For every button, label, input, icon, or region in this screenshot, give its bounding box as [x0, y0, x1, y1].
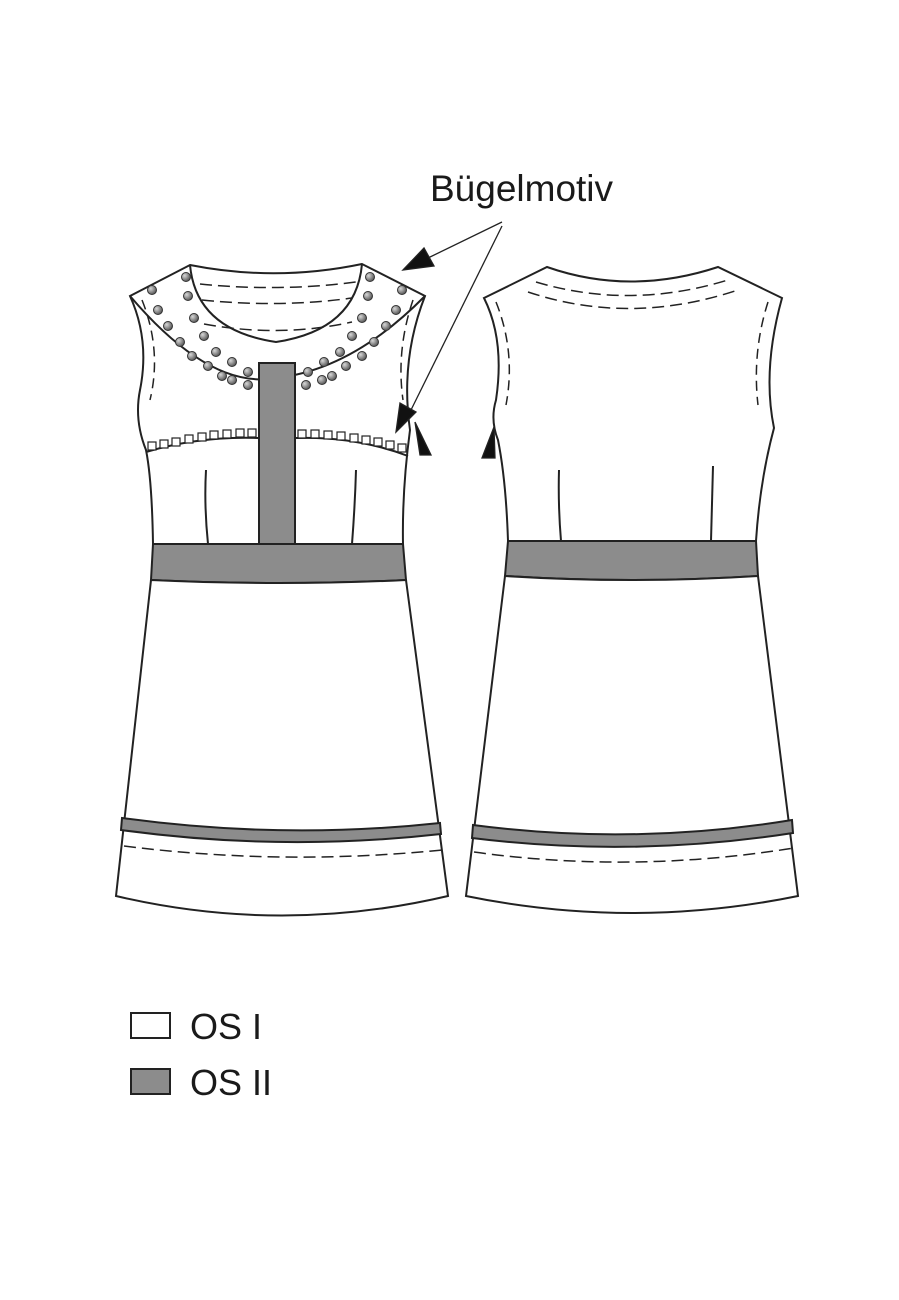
back-hem-band	[470, 818, 795, 848]
stud	[357, 313, 367, 323]
square-stud	[373, 437, 383, 447]
square-stud	[310, 429, 320, 439]
front-placket	[258, 362, 296, 545]
legend-swatch	[130, 1068, 171, 1095]
stud	[211, 347, 221, 357]
dress-front-view	[114, 262, 450, 917]
stud	[303, 367, 313, 377]
front-armhole-stitch-left	[141, 299, 156, 401]
stud	[381, 321, 391, 331]
stud	[227, 375, 237, 385]
back-waistband	[503, 540, 760, 581]
stud	[397, 285, 407, 295]
stud	[243, 367, 253, 377]
front-studs	[147, 272, 407, 390]
stud	[347, 331, 357, 341]
square-stud	[361, 435, 371, 445]
square-stud	[247, 428, 257, 438]
stud	[183, 291, 193, 301]
stud	[327, 371, 337, 381]
stud	[341, 361, 351, 371]
back-armhole-stitch-left	[495, 301, 511, 406]
square-stud	[336, 431, 346, 441]
leader-line-2	[409, 225, 503, 413]
stud	[203, 361, 213, 371]
stud	[363, 291, 373, 301]
square-stud	[385, 440, 395, 450]
front-skirt	[114, 578, 450, 917]
back-neck-stitch-1	[535, 279, 729, 297]
back-hem-stitch	[473, 847, 795, 863]
stud	[199, 331, 209, 341]
square-stud	[349, 433, 359, 443]
front-waistband	[149, 543, 408, 584]
front-neck-stitch-2	[201, 297, 353, 305]
stud	[181, 272, 191, 282]
stud	[175, 337, 185, 347]
front-neckline-inner	[189, 263, 363, 344]
back-skirt	[464, 574, 800, 914]
front-neck-stitch-1	[199, 281, 357, 289]
stud	[187, 351, 197, 361]
stud	[217, 371, 227, 381]
square-stud	[197, 432, 207, 442]
back-dart-left	[557, 469, 562, 542]
legend-label: OS II	[190, 1062, 273, 1103]
stud	[163, 321, 173, 331]
stud	[301, 380, 311, 390]
stud	[319, 357, 329, 367]
front-armhole-stitch-right	[400, 299, 414, 401]
stud	[147, 285, 157, 295]
front-dart-left	[204, 469, 209, 545]
stud	[369, 337, 379, 347]
stud	[153, 305, 163, 315]
dress-back-view	[464, 265, 800, 914]
square-stud	[171, 437, 181, 447]
square-stud	[159, 439, 169, 449]
stud	[365, 272, 375, 282]
placement-marker-front	[414, 421, 433, 456]
arrowhead-2	[395, 401, 418, 434]
annotation-arrows	[395, 221, 503, 459]
stud	[357, 351, 367, 361]
back-dart-right	[710, 465, 714, 542]
square-stud	[397, 443, 407, 453]
stud	[227, 357, 237, 367]
front-square-studs	[147, 428, 407, 453]
stud	[391, 305, 401, 315]
square-stud	[147, 441, 157, 451]
stud	[335, 347, 345, 357]
legend-swatch	[130, 1012, 171, 1039]
front-dart-right	[351, 469, 357, 545]
front-hem-stitch	[123, 845, 443, 858]
square-stud	[235, 428, 245, 438]
stud	[243, 380, 253, 390]
back-neck-stitch-2	[527, 289, 739, 310]
stud	[317, 375, 327, 385]
square-stud	[184, 434, 194, 444]
legend-label: OS I	[190, 1006, 263, 1047]
back-armhole-stitch-right	[755, 301, 769, 406]
front-neck-stitch-3	[203, 321, 353, 332]
arrowhead-1	[401, 246, 436, 271]
square-stud	[209, 430, 219, 440]
front-hem-band	[119, 816, 443, 844]
annotation-label: Bügelmotiv	[430, 168, 614, 209]
back-bodice	[482, 265, 784, 542]
square-stud	[222, 429, 232, 439]
square-stud	[323, 430, 333, 440]
stud	[189, 313, 199, 323]
square-stud	[297, 429, 307, 439]
placement-marker-back	[481, 426, 496, 459]
leader-line-1	[427, 221, 503, 259]
